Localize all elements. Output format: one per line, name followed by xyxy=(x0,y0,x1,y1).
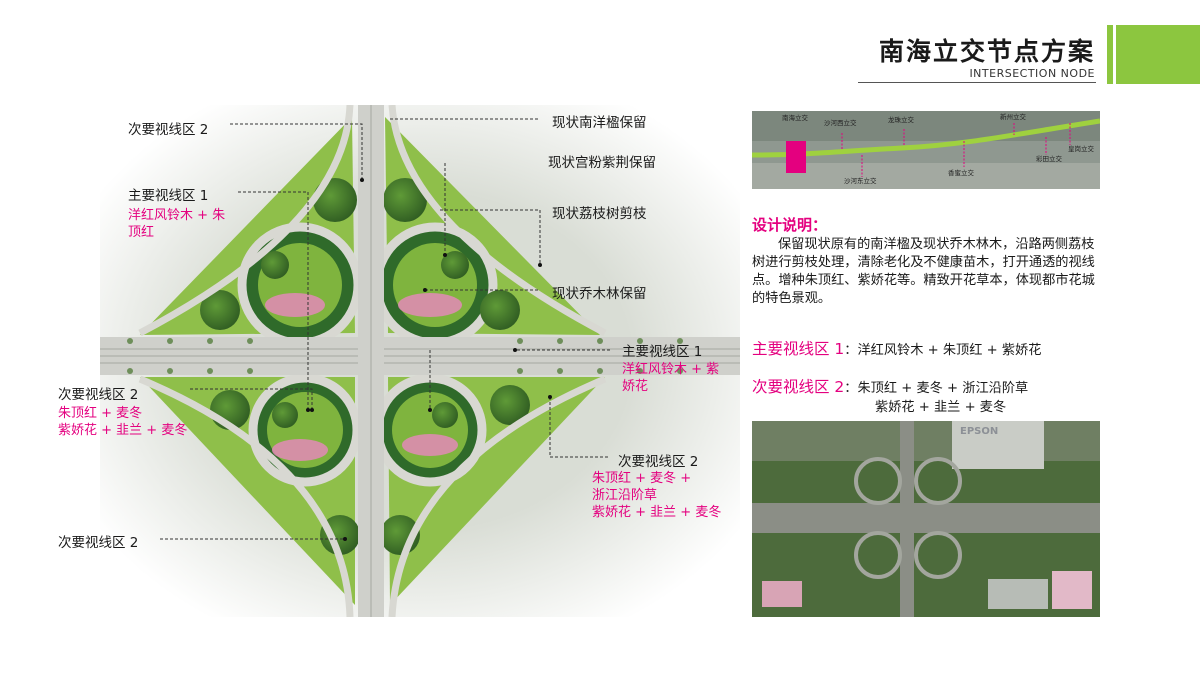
flower-bed xyxy=(402,434,458,456)
key-map-label: 皇岗立交 xyxy=(1068,144,1095,153)
ramps xyxy=(138,105,607,617)
key-map-label: 沙河西立交 xyxy=(824,118,857,127)
zone-primary-row: 主要视线区 1：洋红风铃木 + 朱顶红 + 紫娇花 xyxy=(752,337,1041,359)
flower-bed xyxy=(272,439,328,461)
plan-species-sw: 朱顶红 + 麦冬 紫娇花 + 韭兰 + 麦冬 xyxy=(58,406,188,438)
photo-road-ns xyxy=(900,421,914,617)
key-map-label: 沙河东立交 xyxy=(844,176,877,185)
plan-label-keep-bauhinia: 现状宫粉紫荆保留 xyxy=(548,155,656,171)
plan-label-secondary-nw: 次要视线区 2 xyxy=(128,122,209,138)
plan-label-keep-nanyangying: 现状南洋楹保留 xyxy=(552,115,647,131)
road-trees xyxy=(127,338,683,374)
page-subtitle: INTERSECTION NODE xyxy=(969,67,1095,80)
design-notes-heading: 设计说明： xyxy=(752,216,828,234)
key-map-label: 彩田立交 xyxy=(1036,154,1063,163)
header-accent-block xyxy=(1116,25,1200,84)
plan-label-primary-nw: 主要视线区 1 xyxy=(128,188,209,204)
key-map-highlight xyxy=(786,141,806,173)
plan-label-prune-lychee: 现状荔枝树剪枝 xyxy=(552,206,647,222)
key-map-label: 龙珠立交 xyxy=(888,115,915,124)
zone-primary-plants: ：洋红风铃木 + 朱顶红 + 紫娇花 xyxy=(844,343,1042,358)
plan-label-primary-e: 主要视线区 1 xyxy=(622,344,703,360)
aerial-photo: EPSON xyxy=(752,421,1100,617)
leader-lines xyxy=(160,118,610,540)
plan-label-keep-woodland: 现状乔木林保留 xyxy=(552,286,647,302)
design-notes-body: 保留现状原有的南洋楹及现状乔木林木，沿路两侧荔枝树进行剪枝处理，清除老化及不健康… xyxy=(752,237,1095,306)
plan-label-secondary-w: 次要视线区 2 xyxy=(58,387,139,403)
photo-building xyxy=(952,421,1044,469)
intersection-plan xyxy=(100,105,740,617)
plan-species-se: 朱顶红 + 麦冬 + 浙江沿阶草 紫娇花 + 韭兰 + 麦冬 xyxy=(592,471,722,520)
flower-bed xyxy=(398,293,462,317)
zone-secondary-label: 次要视线区 2 xyxy=(752,378,845,396)
plan-species-nw: 洋红风铃木 + 朱 顶红 xyxy=(128,208,226,240)
corridor-key-map: 南海立交 沙河西立交 龙珠立交 新州立交 皇岗立交 彩田立交 香蜜立交 沙河东立… xyxy=(752,111,1100,189)
key-map-label: 香蜜立交 xyxy=(948,168,975,177)
header-rule xyxy=(858,82,1096,83)
plan-label-secondary-sw: 次要视线区 2 xyxy=(58,535,139,551)
header-accent-thin xyxy=(1107,25,1113,84)
zone-secondary-plants: ：朱顶红 + 麦冬 + 浙江沿阶草 xyxy=(844,381,1029,396)
zone-secondary-plants-line2: 紫娇花 + 韭兰 + 麦冬 xyxy=(875,400,1007,415)
zone-secondary-row: 次要视线区 2：朱顶红 + 麦冬 + 浙江沿阶草 xyxy=(752,375,1028,397)
zone-primary-label: 主要视线区 1 xyxy=(752,340,845,358)
page-title: 南海立交节点方案 xyxy=(878,37,1095,66)
plan-label-secondary-se: 次要视线区 2 xyxy=(618,454,699,470)
photo-road-ew xyxy=(752,503,1100,533)
key-map-label: 新州立交 xyxy=(1000,112,1027,121)
flower-bed xyxy=(265,293,325,317)
key-map-label: 南海立交 xyxy=(782,113,809,122)
plan-species-e: 洋红风铃木 + 紫 娇花 xyxy=(622,362,720,394)
photo-sign: EPSON xyxy=(960,426,998,437)
